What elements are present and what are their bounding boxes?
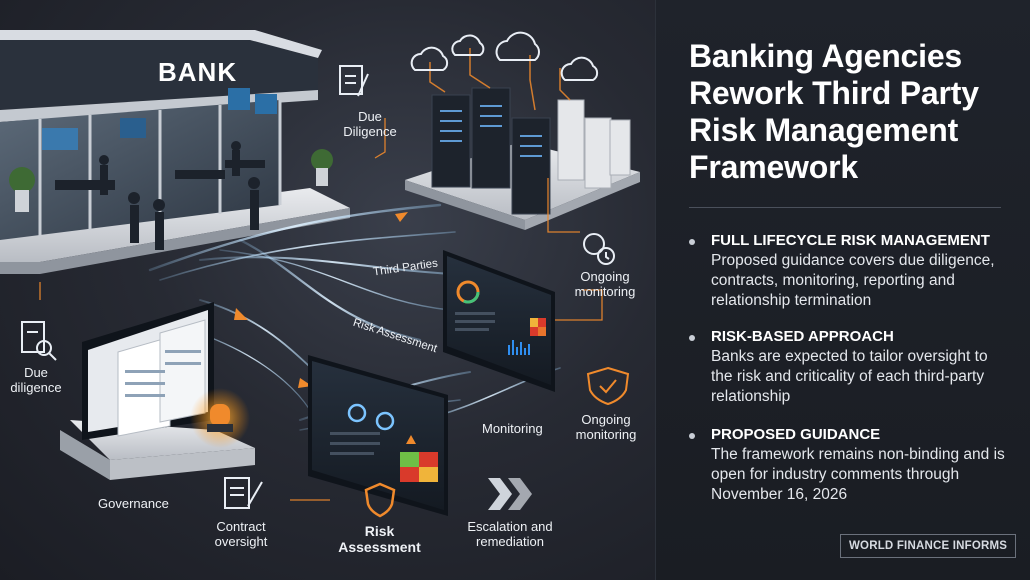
key-point: Risk-based approach Banks are expected t… [689, 327, 1009, 407]
key-point-body: Proposed guidance covers due diligence, … [711, 252, 995, 309]
shield-check-icon [586, 366, 630, 406]
cloud-icon [410, 31, 599, 81]
label-escalation: Escalation and remediation [467, 519, 553, 549]
contract-pen-icon [224, 477, 263, 509]
magnifier-document-icon [21, 321, 57, 361]
bullet-icon [689, 239, 695, 245]
risk-dashboard [308, 355, 448, 516]
brand-badge: WORLD FINANCE INFORMS [840, 534, 1017, 558]
key-point-title: Proposed guidance [711, 426, 881, 443]
key-point-body: Banks are expected to tailor oversight t… [711, 348, 988, 405]
chevrons-right-icon [488, 478, 532, 510]
leader-lines [39, 118, 603, 501]
bank-building [0, 30, 350, 274]
label-ongoing-monitoring-bottom: Ongoing monitoring [575, 412, 637, 442]
label-ongoing-monitoring-top: Ongoing monitoring [574, 269, 636, 299]
gear-clock-icon [583, 233, 615, 265]
bullet-icon [689, 433, 695, 439]
shield-warning-icon [364, 482, 396, 518]
document-pen-icon [339, 65, 369, 97]
key-point: Full lifecycle risk management Proposed … [689, 231, 1009, 311]
governance-desk [60, 302, 255, 480]
bullet-icon [689, 335, 695, 341]
label-due-diligence-left: Due diligence [10, 365, 62, 395]
bank-sign: BANK [158, 57, 238, 87]
key-point: Proposed guidance The framework remains … [689, 425, 1009, 505]
key-point-body: The framework remains non-binding and is… [711, 446, 1005, 503]
label-due-diligence-top: Due Diligence [343, 109, 397, 139]
monitoring-dashboard [443, 250, 555, 392]
illustration: BANK Due Diligence Third Parties Ongoing… [0, 0, 655, 580]
article-panel: Banking Agencies Rework Third Party Risk… [655, 0, 1030, 580]
scene-graphic [0, 30, 640, 518]
label-governance: Governance [98, 496, 169, 511]
key-point-title: Full lifecycle risk management [711, 232, 990, 249]
label-monitoring: Monitoring [482, 421, 543, 436]
data-center [405, 31, 640, 230]
divider [689, 207, 1001, 208]
label-risk-assessment-bottom: Risk Assessment [338, 523, 421, 556]
label-contract-oversight: Contract oversight [214, 519, 268, 549]
headline: Banking Agencies Rework Third Party Risk… [689, 38, 979, 185]
key-point-title: Risk-based approach [711, 328, 894, 345]
